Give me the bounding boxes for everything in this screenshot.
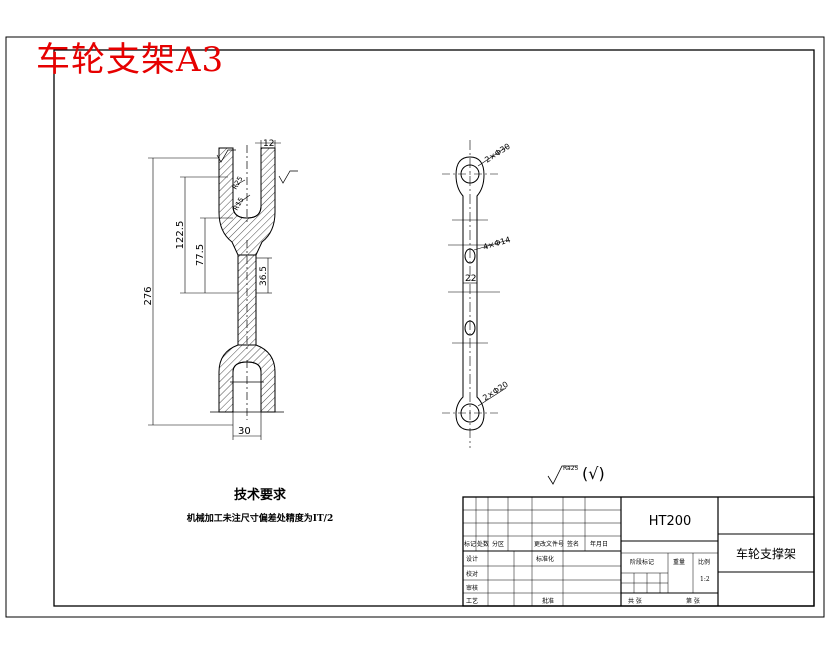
- roughness-symbol: [547, 465, 578, 485]
- dim-30: 30: [238, 426, 251, 437]
- tb-sheet-total: 共 张: [628, 598, 642, 605]
- inner-frame: [53, 49, 815, 607]
- tb-audit: 审核: [466, 585, 479, 592]
- material-label: HT200: [648, 514, 692, 529]
- drawing-header-title: 车轮支架A3: [36, 40, 225, 80]
- tb-count: 处数: [477, 541, 490, 548]
- tb-weight: 重量: [673, 559, 686, 566]
- dim-1225: 122.5: [175, 221, 186, 250]
- tech-requirements-title: 技术要求: [233, 488, 286, 503]
- tb-stage-mark: 阶段标记: [630, 559, 655, 566]
- dim-22: 22: [465, 274, 476, 284]
- tb-signature: 签名: [567, 541, 580, 548]
- tb-change-doc: 更改文件号: [534, 541, 565, 548]
- tb-date: 年月日: [590, 541, 609, 548]
- dim-276: 276: [143, 286, 154, 305]
- roughness-value: Ra25: [563, 465, 579, 472]
- tb-mark: 标记: [464, 541, 477, 548]
- tech-requirements-text: 机械加工未注尺寸偏差处精度为IT/2: [186, 514, 334, 524]
- dim-12: 12: [263, 139, 274, 149]
- callout-bottom-hole: 2×Φ20: [481, 380, 510, 403]
- dim-775: 77.5: [195, 244, 206, 266]
- tb-approve: 批准: [542, 598, 555, 605]
- dim-r15: R15: [232, 196, 246, 212]
- dim-365: 36.5: [259, 266, 269, 286]
- front-section-view: [148, 140, 298, 440]
- tb-check: 校对: [466, 571, 479, 578]
- tb-standardization: 标准化: [536, 556, 555, 563]
- tb-design: 设计: [466, 556, 479, 563]
- tb-scale-value: 1:2: [700, 576, 710, 583]
- tb-scale: 比例: [698, 559, 711, 566]
- roughness-suffix: (√): [582, 464, 605, 483]
- callout-mid-holes: 4×Φ14: [482, 235, 512, 252]
- callout-top-hole: 2×Φ30: [483, 142, 512, 165]
- tb-zone: 分区: [492, 541, 505, 548]
- side-view: [442, 140, 509, 448]
- tb-process: 工艺: [466, 598, 479, 605]
- outer-frame: [5, 36, 825, 618]
- tb-sheet-no: 第 张: [686, 598, 700, 605]
- title-block: [462, 496, 815, 607]
- part-name: 车轮支撑架: [735, 547, 796, 561]
